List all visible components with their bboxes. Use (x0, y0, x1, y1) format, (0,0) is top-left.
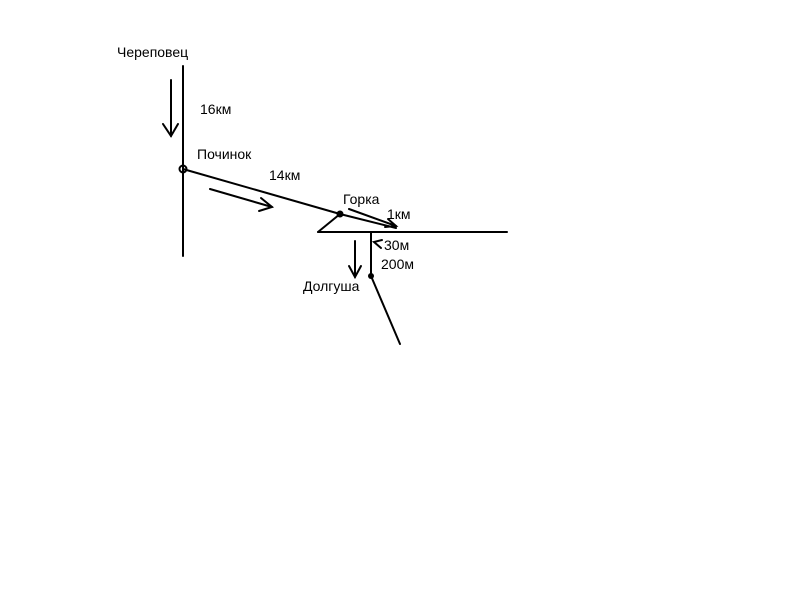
place-label-gorka: Горка (343, 191, 380, 207)
place-label-cherepovets: Череповец (117, 44, 189, 60)
distance-label-200m: 200м (381, 256, 414, 272)
distance-label-1km: 1км (387, 206, 411, 222)
marker-gorka (336, 210, 344, 218)
distance-label-14km: 14км (269, 167, 301, 183)
arrow-east-1 (209, 188, 275, 212)
distance-label-16km: 16км (200, 101, 232, 117)
road-past-dolgusha (370, 275, 401, 345)
place-label-dolgusha: Долгуша (303, 278, 360, 294)
arrow-south-1 (162, 79, 179, 138)
distance-label-30m: 30м (384, 237, 410, 253)
arrow-south-2 (348, 240, 362, 280)
road-fork-gorka (317, 213, 341, 233)
road-gorka-turn (339, 213, 397, 229)
arrow-1km (348, 208, 399, 228)
arrow-30m (371, 239, 383, 249)
road-pochinok-gorka (182, 168, 341, 215)
place-label-pochinok: Починок (197, 146, 252, 162)
marker-dolgusha (368, 273, 374, 279)
marker-pochinok (178, 164, 188, 174)
